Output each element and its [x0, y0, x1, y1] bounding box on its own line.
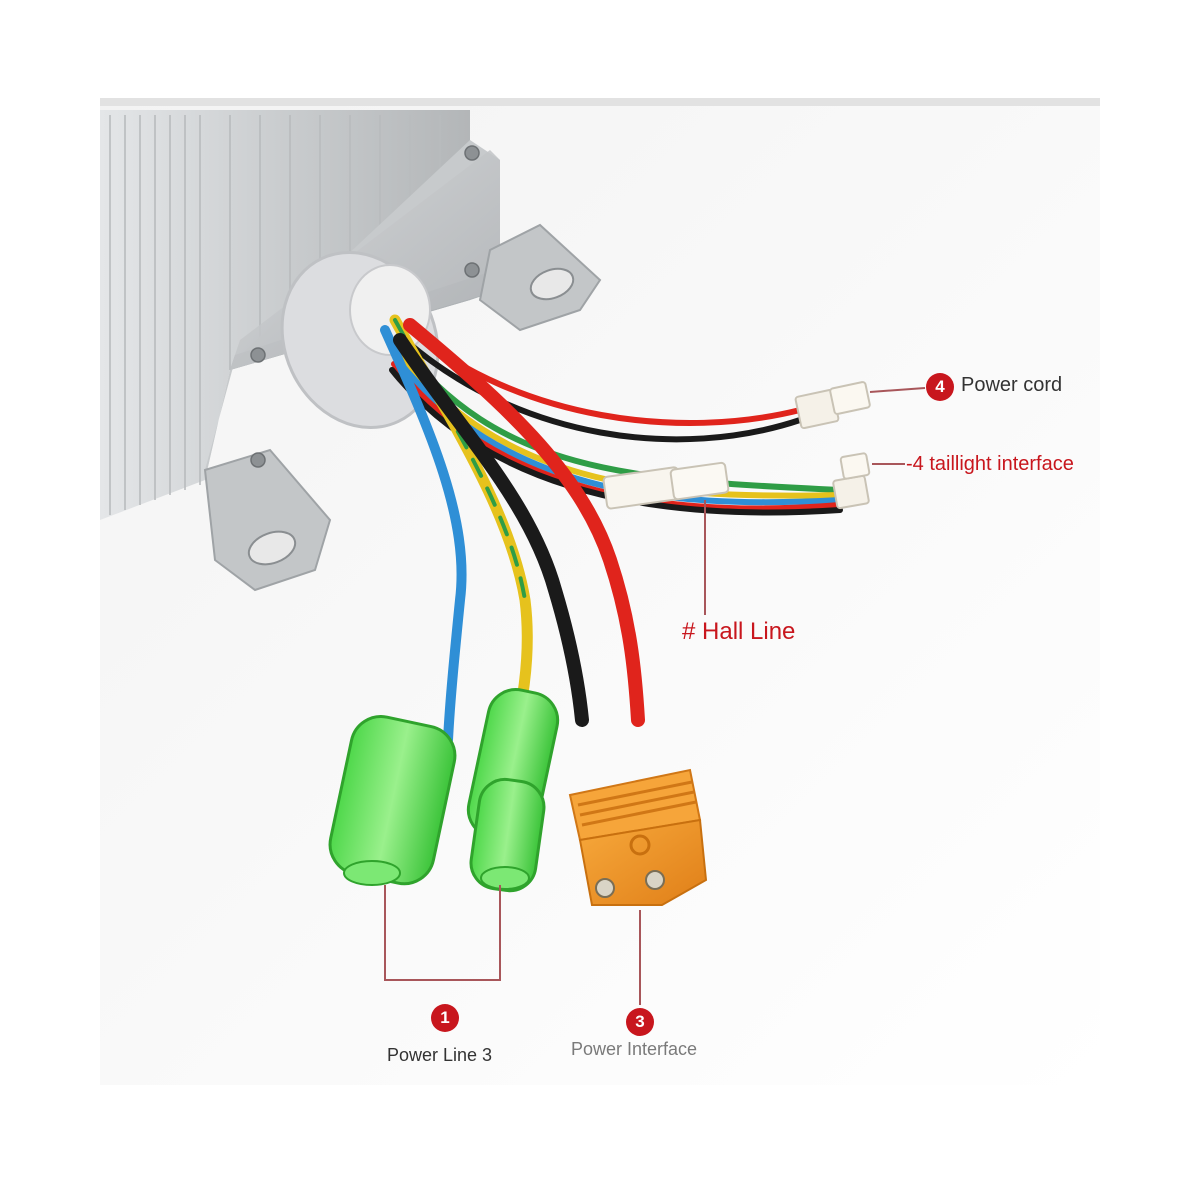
green-terminal-right: [466, 688, 560, 893]
power-cord-connector: [794, 381, 871, 430]
green-terminal-left: [328, 715, 457, 886]
label-hall-line: # Hall Line: [682, 618, 796, 645]
mounting-tab-left: [203, 448, 332, 592]
label-power-line: Power Line 3: [387, 1045, 493, 1065]
label-power-cord: Power cord: [961, 374, 1063, 396]
taillight-connector: [832, 452, 871, 510]
badge-power-cord: 4: [926, 373, 954, 401]
badge-power-interface: 3: [626, 1008, 654, 1036]
badge-power-line: 1: [431, 1004, 459, 1032]
label-power-interface: Power Interface: [571, 1039, 698, 1059]
top-edge: [100, 98, 1100, 106]
wire-bundle: [380, 314, 843, 745]
screws: [250, 145, 480, 468]
mounting-tab-right: [478, 223, 602, 332]
hall-connector: [602, 461, 730, 510]
leader-lines: [384, 387, 926, 1005]
orange-power-connector: [568, 768, 708, 906]
label-taillight-interface: -4 taillight interface: [906, 453, 1074, 475]
